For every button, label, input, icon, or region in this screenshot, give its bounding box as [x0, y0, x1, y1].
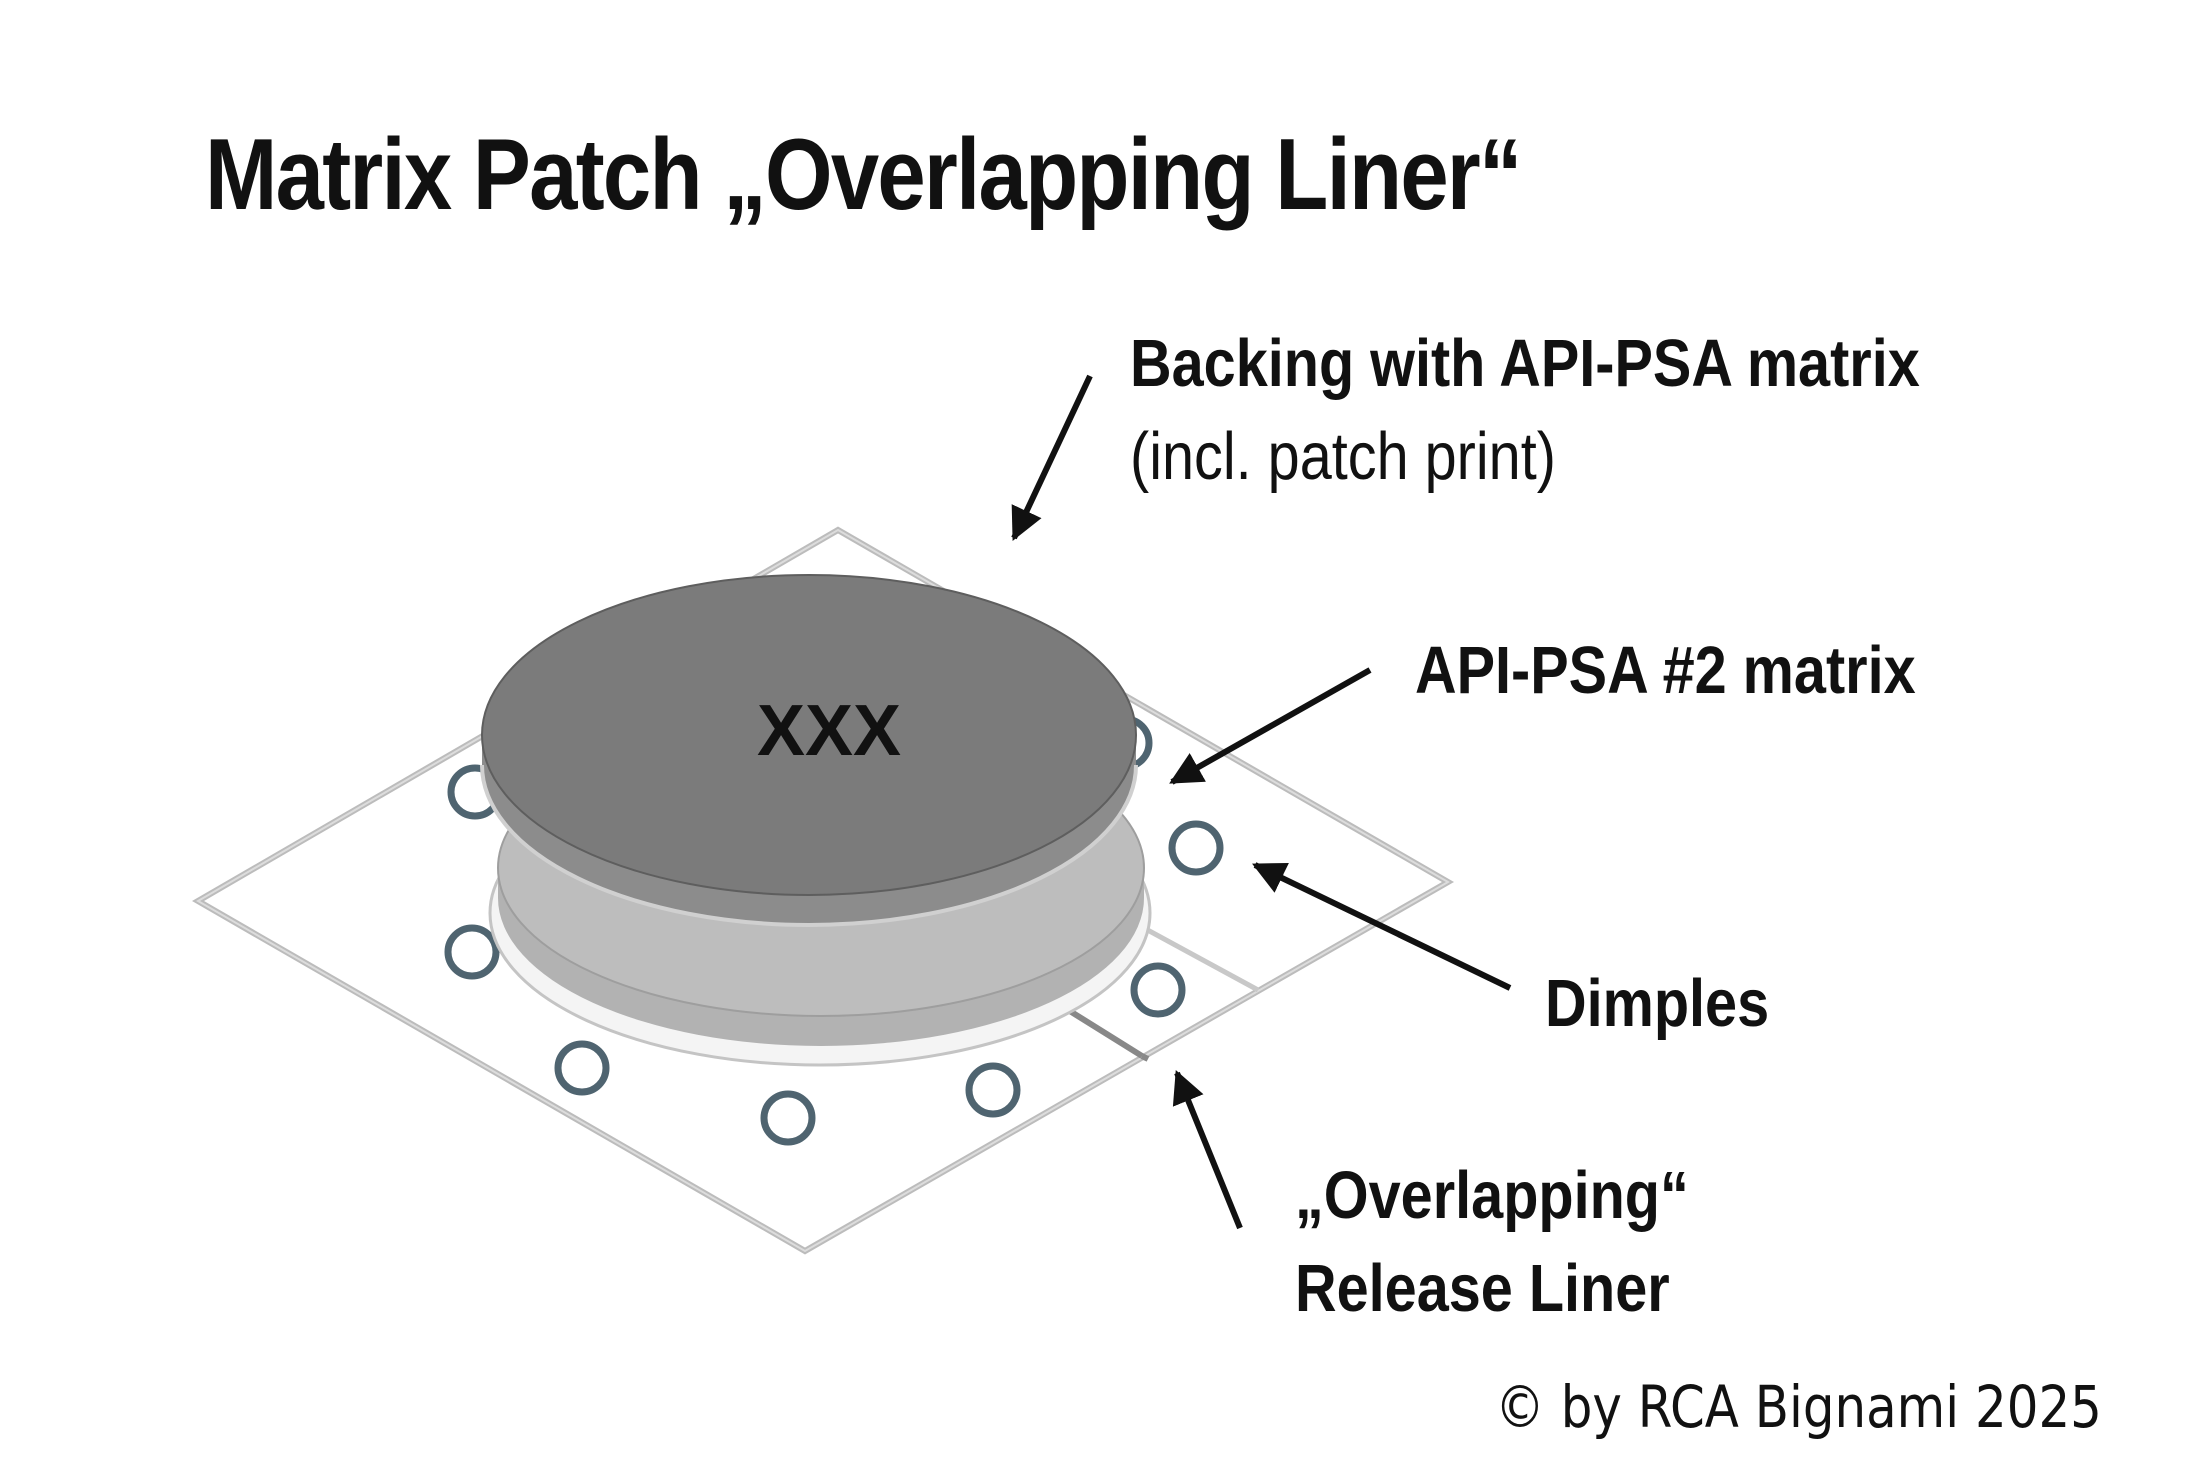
dimple: [1168, 820, 1224, 876]
label-backing-subtitle: (incl. patch print): [1130, 419, 1556, 494]
dimple: [1130, 962, 1186, 1018]
label-matrix2: API-PSA #2 matrix: [1415, 633, 1916, 708]
dimple: [554, 1040, 610, 1096]
backing-disc: [480, 574, 1138, 927]
dimple: [444, 924, 500, 980]
dimple: [965, 1062, 1021, 1118]
label-dimples: Dimples: [1545, 966, 1770, 1041]
arrows: [1011, 374, 1512, 1230]
label-liner-line2: Release Liner: [1295, 1251, 1670, 1326]
arrow-liner: [1172, 1069, 1243, 1230]
dimple: [760, 1090, 816, 1146]
arrow-backing: [1011, 374, 1093, 541]
label-liner-line1: „Overlapping“: [1295, 1158, 1689, 1233]
arrow-matrix2: [1169, 667, 1372, 785]
page-title: Matrix Patch „Overlapping Liner“: [205, 119, 1522, 231]
arrow-dimples: [1252, 862, 1512, 991]
liner-overlap-seam: [1063, 1005, 1144, 1059]
patch-print: XXX: [757, 691, 902, 771]
label-backing-title: Backing with API-PSA matrix: [1130, 326, 1920, 401]
copyright: © by RCA Bignami 2025: [1495, 1373, 2102, 1441]
